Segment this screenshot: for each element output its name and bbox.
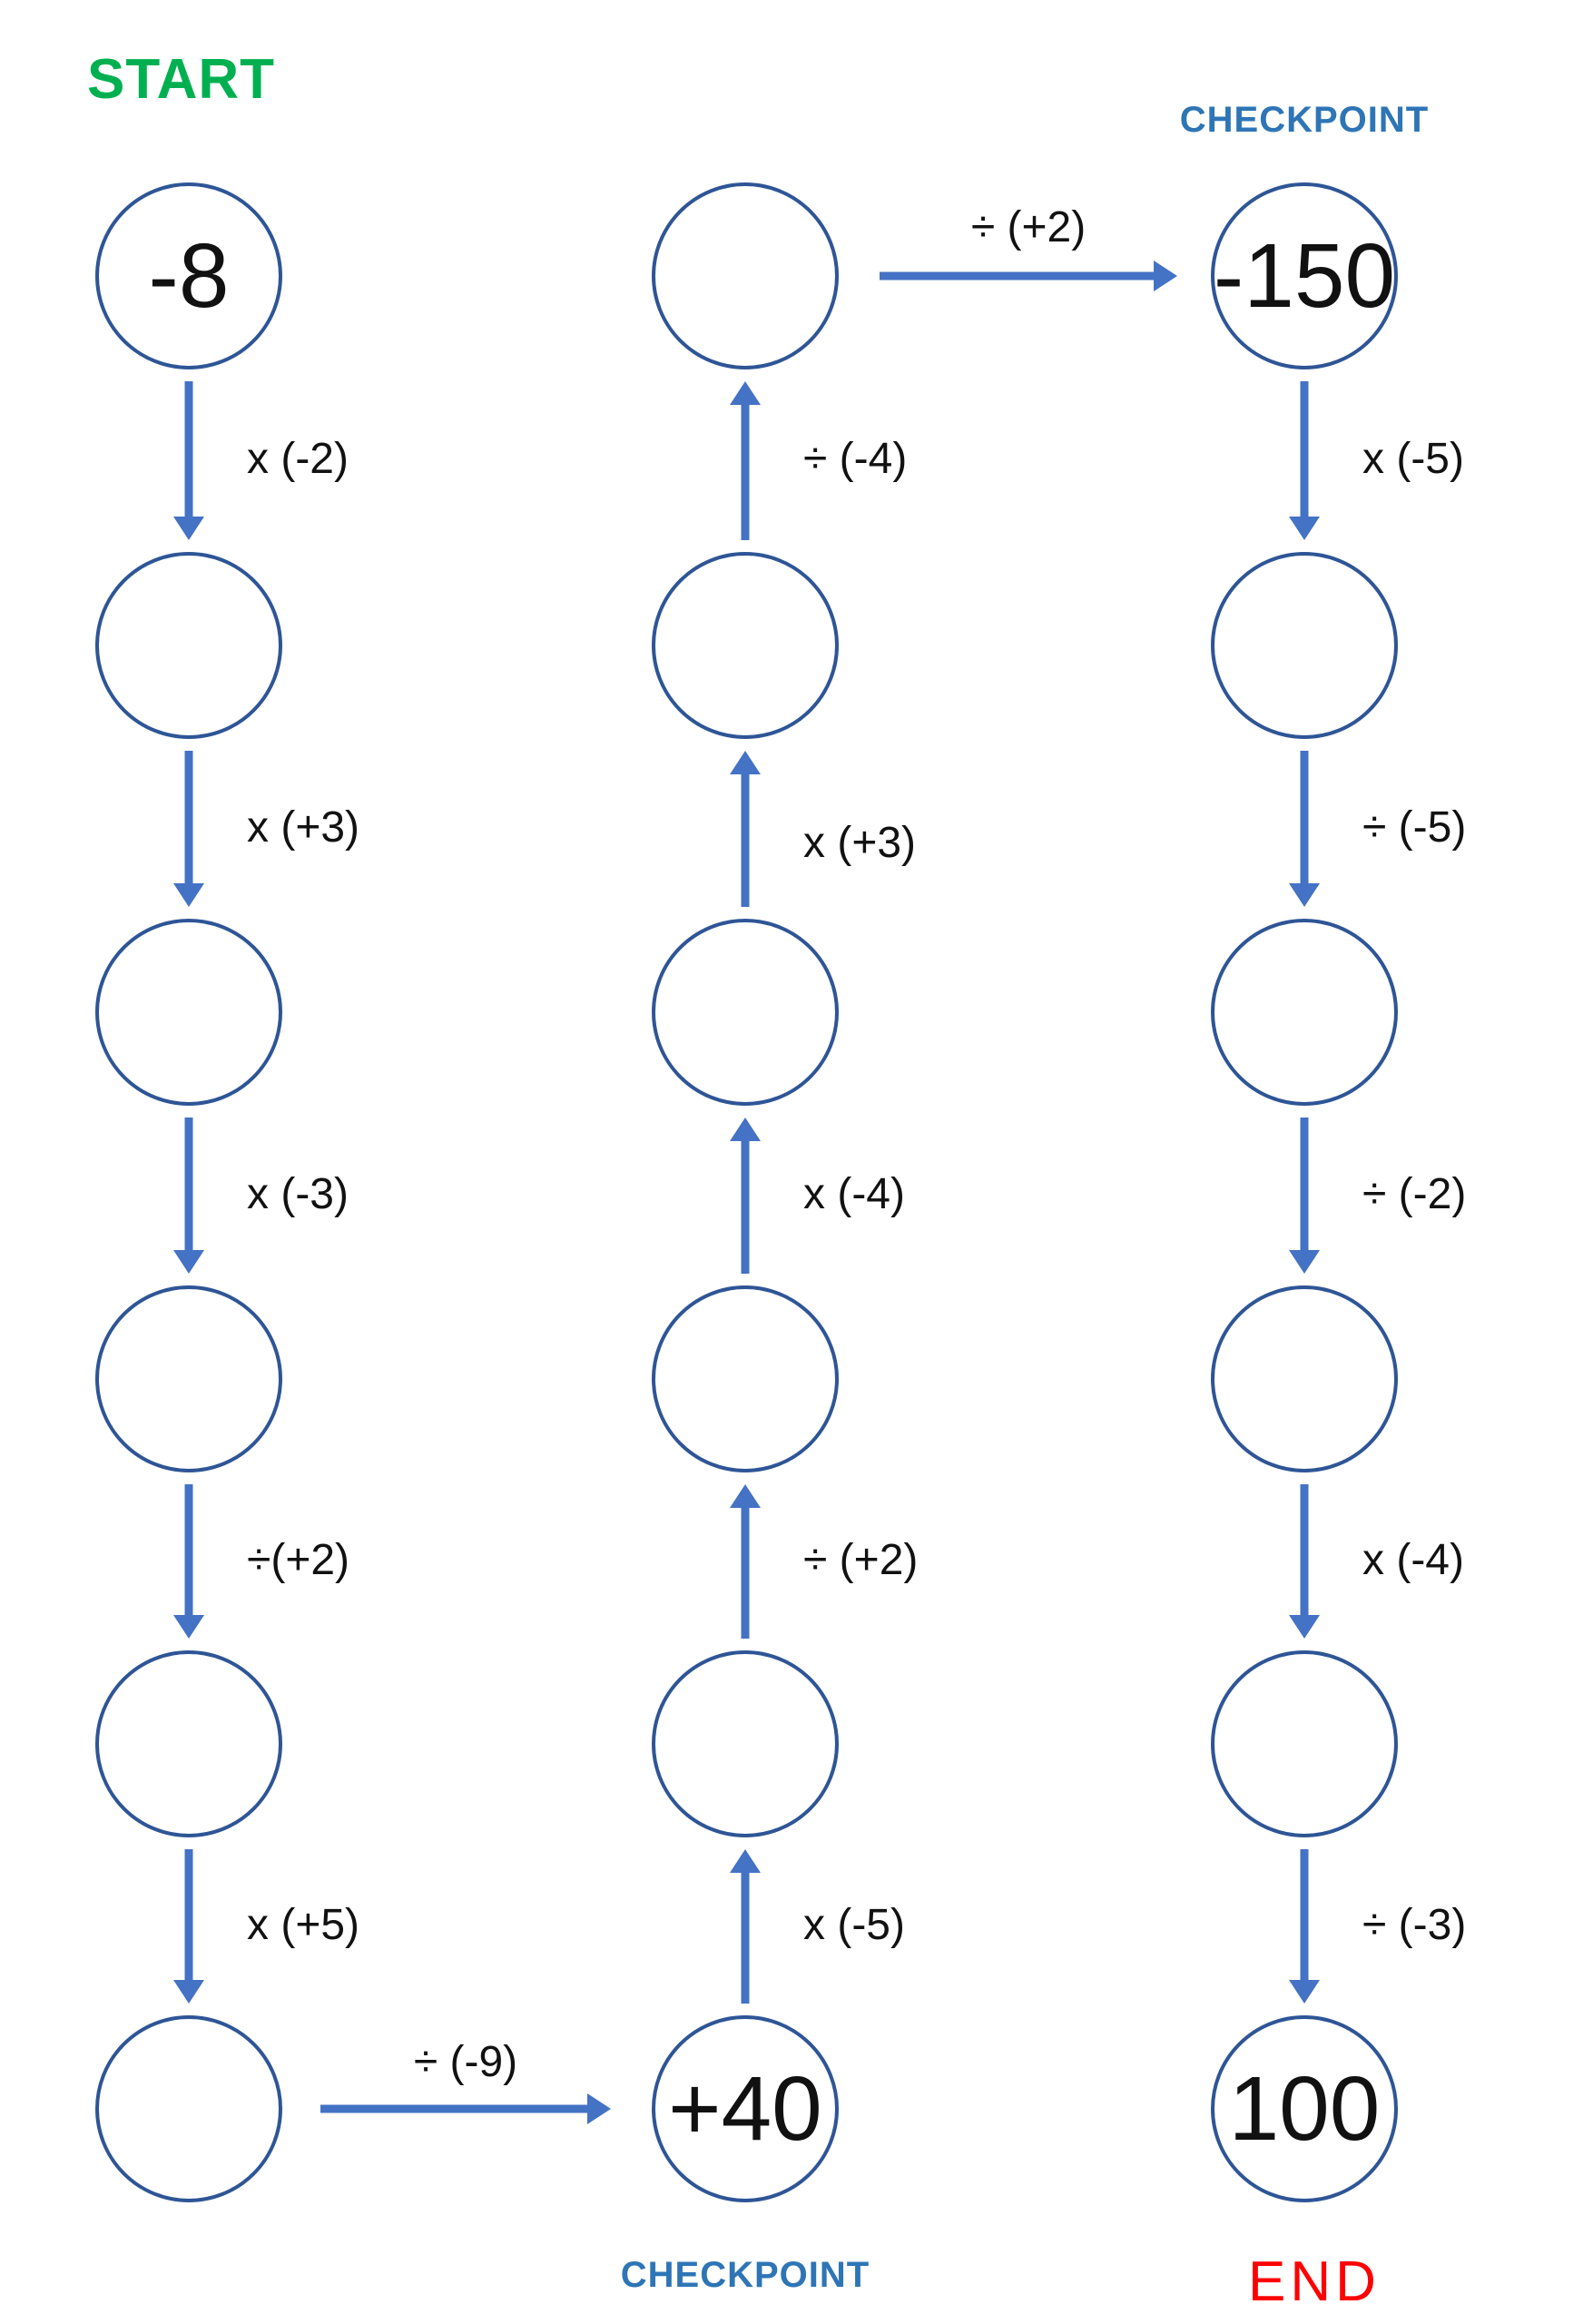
node-r5 (1211, 1650, 1398, 1837)
op-label-r1-r2: x (-5) (1362, 435, 1464, 483)
op-label-m1-r1: ÷ (+2) (970, 203, 1087, 251)
op-label-m2-m1: ÷ (-4) (803, 435, 908, 483)
op-label-l4-l5: ÷(+2) (247, 1536, 350, 1584)
arrow-l4-l5-down-icon (173, 1484, 204, 1639)
arrow-r2-r3-down-icon (1289, 751, 1320, 907)
op-label-l6-m6: ÷ (-9) (413, 2038, 518, 2086)
arrow-head (730, 1484, 761, 1508)
node-r6-value: 100 (1228, 2058, 1381, 2160)
start-label: START (87, 48, 276, 111)
node-l1: -8 (95, 182, 282, 369)
arrow-shaft (741, 403, 750, 540)
arrow-shaft (184, 1849, 193, 1982)
arrow-shaft (741, 773, 750, 907)
op-label-m3-m2: x (+3) (803, 819, 917, 867)
arrow-l3-l4-down-icon (173, 1118, 204, 1274)
op-label-m6-m5: x (-5) (803, 1901, 905, 1949)
op-label-l3-l4: x (-3) (247, 1170, 349, 1218)
arrow-shaft (184, 751, 193, 885)
op-label-l1-l2: x (-2) (247, 435, 349, 483)
arrow-m6-m5-up-icon (730, 1849, 761, 2004)
arrow-head (587, 2093, 611, 2124)
checkpoint-top-label: CHECKPOINT (1179, 100, 1430, 140)
op-label-l2-l3: x (+3) (247, 803, 360, 852)
arrow-m5-m4-up-icon (730, 1484, 761, 1639)
arrow-r5-r6-down-icon (1289, 1849, 1320, 2004)
arrow-m3-m2-up-icon (730, 751, 761, 907)
arrow-shaft (184, 1118, 193, 1252)
op-label-r5-r6: ÷ (-3) (1362, 1901, 1467, 1949)
arrow-r4-r5-down-icon (1289, 1484, 1320, 1639)
node-m4 (652, 1285, 839, 1472)
arrow-head (173, 883, 204, 907)
arrow-shaft (184, 381, 193, 518)
arrow-m1-r1-right-icon (880, 261, 1177, 291)
arrow-shaft (1300, 381, 1309, 518)
node-l2 (95, 552, 282, 739)
arrow-l5-l6-down-icon (173, 1849, 204, 2004)
node-m2 (652, 552, 839, 739)
op-label-l5-l6: x (+5) (247, 1901, 360, 1949)
arrow-m2-m1-up-icon (730, 381, 761, 540)
op-label-m5-m4: ÷ (+2) (803, 1536, 919, 1584)
node-r1: -150 (1211, 182, 1398, 369)
node-l4 (95, 1285, 282, 1472)
node-l3 (95, 919, 282, 1106)
node-m6-value: +40 (668, 2058, 822, 2160)
node-r4 (1211, 1285, 1398, 1472)
arrow-shaft (741, 1506, 750, 1639)
node-r1-value: -150 (1213, 225, 1396, 327)
arrow-l6-m6-right-icon (320, 2093, 611, 2124)
arrow-shaft (320, 2104, 589, 2113)
arrow-head (1289, 1980, 1320, 2004)
arrow-shaft (880, 271, 1155, 281)
arrow-shaft (184, 1484, 193, 1617)
node-l5 (95, 1650, 282, 1837)
op-label-r4-r5: x (-4) (1362, 1536, 1464, 1584)
node-l1-value: -8 (148, 225, 230, 327)
arrow-head (173, 1980, 204, 2004)
arrow-head (173, 1250, 204, 1274)
arrow-shaft (1300, 1484, 1309, 1617)
arrow-head (1289, 1250, 1320, 1274)
arrow-head (1154, 261, 1177, 291)
arrow-head (730, 1849, 761, 1873)
arrow-shaft (1300, 1849, 1309, 1982)
end-label: END (1248, 2250, 1381, 2313)
arrow-head (1289, 517, 1320, 540)
op-label-m4-m3: x (-4) (803, 1170, 905, 1218)
arrow-shaft (1300, 751, 1309, 885)
node-m1 (652, 182, 839, 369)
arrow-l1-l2-down-icon (173, 381, 204, 540)
node-m6: +40 (652, 2015, 839, 2202)
node-r3 (1211, 919, 1398, 1106)
arrow-head (730, 751, 761, 774)
arrow-head (173, 1615, 204, 1639)
arrow-head (730, 381, 761, 405)
arrow-head (730, 1118, 761, 1141)
node-m3 (652, 919, 839, 1106)
node-l6 (95, 2015, 282, 2202)
arrow-r3-r4-down-icon (1289, 1118, 1320, 1274)
arrow-head (1289, 1615, 1320, 1639)
node-r6: 100 (1211, 2015, 1398, 2202)
node-m5 (652, 1650, 839, 1837)
arrow-head (1289, 883, 1320, 907)
arrow-shaft (1300, 1118, 1309, 1252)
arrow-l2-l3-down-icon (173, 751, 204, 907)
node-r2 (1211, 552, 1398, 739)
op-label-r3-r4: ÷ (-2) (1362, 1170, 1467, 1218)
arrow-r1-r2-down-icon (1289, 381, 1320, 540)
arrow-head (173, 517, 204, 540)
checkpoint-bottom-label: CHECKPOINT (620, 2255, 870, 2295)
op-label-r2-r3: ÷ (-5) (1362, 803, 1467, 852)
arrow-shaft (741, 1139, 750, 1274)
arrow-m4-m3-up-icon (730, 1118, 761, 1274)
arrow-shaft (741, 1871, 750, 2004)
